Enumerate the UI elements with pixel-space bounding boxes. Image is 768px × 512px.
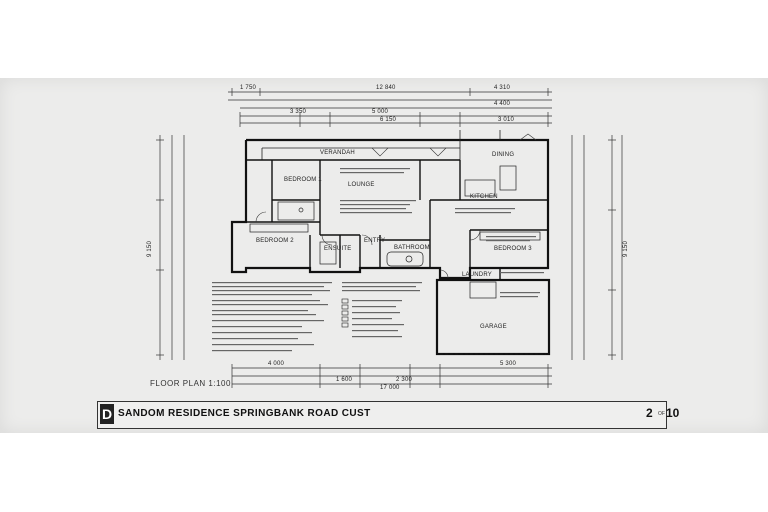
room-bedroom-3: BEDROOM 3 xyxy=(494,246,532,252)
dim-sub-c: 6 150 xyxy=(380,117,397,123)
room-entry: ENTRY xyxy=(364,238,386,244)
dim-left-total: 9 150 xyxy=(147,240,154,258)
dim-sub-e: 4 400 xyxy=(494,101,511,107)
sheet-separator: OF xyxy=(658,411,665,417)
sheet-total: 10 xyxy=(666,406,680,420)
drawing-title: SANDOM RESIDENCE SPRINGBANK ROAD CUST xyxy=(118,408,371,419)
dim-bottom-a: 4 000 xyxy=(268,361,285,367)
dim-bottom-d: 5 300 xyxy=(500,361,517,367)
room-ensuite: ENSUITE xyxy=(324,246,352,252)
room-kitchen: KITCHEN xyxy=(470,194,498,200)
dim-sub-a: 3 350 xyxy=(290,109,307,115)
dim-sub-d: 3 010 xyxy=(498,117,515,123)
dim-overall-width: 12 840 xyxy=(376,85,396,91)
sheet-number: 2 xyxy=(646,406,653,420)
room-dining: DINING xyxy=(492,152,515,158)
floor-plan-caption: FLOOR PLAN 1:100 xyxy=(150,379,231,388)
dim-overall-bottom: 17 000 xyxy=(380,385,400,391)
dim-right-total: 9 150 xyxy=(623,240,630,258)
drawing-sheet xyxy=(0,78,768,433)
room-verandah: VERANDAH xyxy=(320,150,355,156)
dim-top-right: 4 310 xyxy=(494,85,511,91)
dim-sub-b: 5 000 xyxy=(372,109,389,115)
room-laundry: LAUNDRY xyxy=(462,272,492,278)
room-bedroom-2: BEDROOM 2 xyxy=(256,238,294,244)
company-logo: D xyxy=(100,404,114,424)
dim-bottom-c: 2 300 xyxy=(396,377,413,383)
dim-bottom-b: 1 600 xyxy=(336,377,353,383)
dim-top-left: 1 750 xyxy=(240,85,257,91)
room-garage: GARAGE xyxy=(480,324,507,330)
room-lounge: LOUNGE xyxy=(348,182,375,188)
room-bathroom: BATHROOM xyxy=(394,245,430,251)
title-block: D SANDOM RESIDENCE SPRINGBANK ROAD CUST … xyxy=(97,401,679,429)
room-bedroom-1: BEDROOM 1 xyxy=(284,177,322,183)
